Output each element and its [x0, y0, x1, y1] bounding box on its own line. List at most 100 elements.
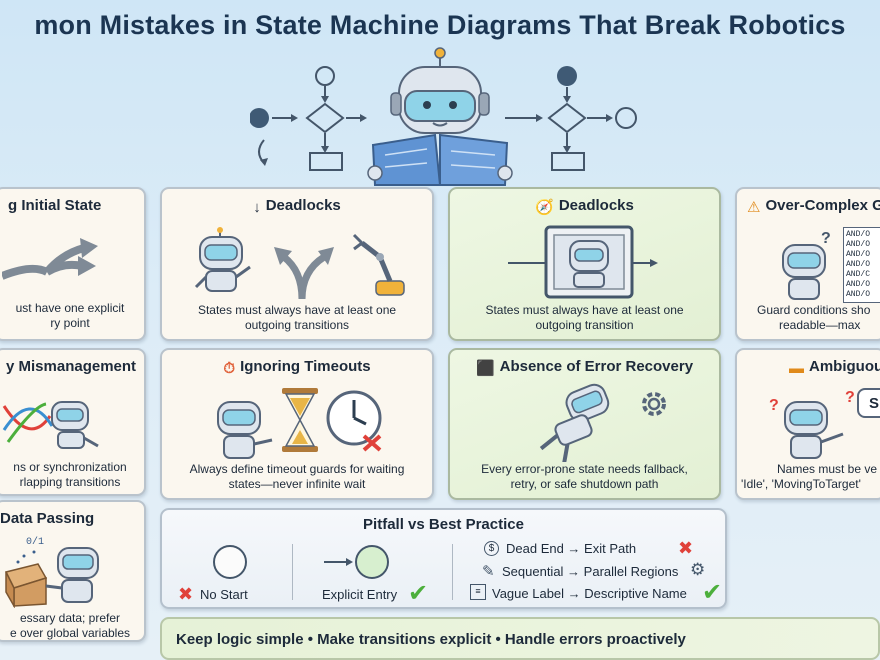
guard-list: AND/O AND/O AND/O AND/O AND/C AND/O AND/…	[843, 227, 880, 303]
compass-icon: 🧭	[535, 199, 554, 216]
check-icon: ✔	[702, 579, 723, 606]
gear-icon: ⚙	[690, 560, 706, 579]
card-line: outgoing transition	[535, 318, 634, 332]
card-title-text: Ambiguou	[809, 358, 880, 375]
box-robot-icon: 0/1	[4, 536, 99, 608]
guard-line: AND/O	[846, 280, 871, 289]
clock-icon: ⏱	[223, 360, 236, 377]
card-line: outgoing transitions	[244, 318, 350, 332]
card-line: ust have one explicit	[15, 301, 125, 315]
card-line: rlapping transitions	[19, 475, 121, 489]
card-title: 🧭Deadlocks	[450, 197, 719, 216]
card-line: States must always have at least one	[485, 303, 684, 317]
fallen-robot-icon	[539, 383, 610, 462]
state-flow-left	[250, 66, 367, 171]
card-line: essary data; prefer	[19, 611, 121, 625]
alert-badge-icon: ⬛	[475, 360, 495, 377]
card-line: Every error-prone state needs fallback,	[481, 462, 688, 476]
robot-arm-icon	[352, 233, 405, 296]
page-title: mon Mistakes in State Machine Diagrams T…	[34, 10, 846, 40]
pitfall-panel: Pitfall vs Best Practice ✖ No Start Expl…	[160, 508, 727, 609]
card-title: ⏱Ignoring Timeouts	[162, 358, 432, 377]
speech-text: S	[869, 395, 880, 412]
guard-line: AND/O	[846, 260, 871, 269]
label-icon: ▬	[789, 360, 804, 377]
card-ignoring-timeouts: ⏱Ignoring Timeouts Always define timeout…	[160, 348, 434, 500]
hourglass-icon	[282, 388, 318, 452]
card-title: g Initial State	[8, 197, 102, 214]
guard-line: AND/O	[846, 240, 871, 249]
footer-text: Keep logic simple • Make transitions exp…	[176, 631, 686, 648]
check-icon: ✔	[408, 580, 429, 607]
confused-robot-icon: ? ?	[769, 389, 855, 459]
guard-line: AND/C	[846, 270, 871, 279]
pitfall-row-text: Vague Label → Descriptive Name	[492, 586, 687, 601]
guard-line: AND/O	[846, 230, 871, 239]
gear-icon	[642, 392, 666, 416]
clock-cross-icon	[326, 390, 382, 452]
card-title-text: Over-Complex G	[765, 197, 880, 214]
warning-icon: ⚠	[747, 199, 761, 216]
confused-robot-icon: ?	[782, 230, 831, 300]
card-line: e over global variables	[9, 626, 131, 640]
guard-line: AND/O	[846, 290, 871, 299]
dollar-coin-icon: $	[484, 541, 499, 556]
robot-blueprint-icon	[367, 47, 513, 186]
card-line: Names must be ve	[777, 462, 878, 476]
card-deadlocks-2: 🧭Deadlocks States must always have at le…	[448, 187, 721, 341]
pencil-icon: ✎	[482, 563, 495, 580]
card-line: States must always have at least one	[197, 303, 397, 317]
robot-icon	[194, 227, 251, 292]
card-title: Data Passing	[0, 510, 95, 527]
document-icon: ≡	[470, 584, 486, 600]
guard-line: AND/O	[846, 250, 871, 259]
card-title: ▬ Ambiguou	[789, 358, 880, 377]
card-title-text: Deadlocks	[265, 197, 341, 214]
divider	[452, 544, 453, 600]
card-data-passing: Data Passing 0/1 essary data; prefer e o…	[0, 500, 146, 642]
card-line: readable—max	[779, 318, 861, 332]
card-line: ry point	[50, 316, 90, 330]
box-label: 0/1	[26, 536, 44, 548]
card-line: ns or synchronization	[13, 460, 127, 474]
empty-state-circle-icon	[213, 545, 247, 579]
pitfall-row-text: Dead End → Exit Path	[506, 541, 637, 556]
card-title-text: Absence of Error Recovery	[499, 358, 694, 375]
card-concurrency-mismanagement: y Mismanagement ns or synchronization rl…	[0, 348, 146, 496]
card-line: Guard conditions sho	[757, 303, 871, 317]
explicit-entry-label: Explicit Entry	[322, 587, 398, 602]
card-title: ↓Deadlocks	[162, 197, 432, 216]
card-title: ⚠Over-Complex G	[747, 197, 880, 216]
card-title-text: Deadlocks	[558, 197, 634, 214]
trapped-robot-icon	[508, 225, 658, 299]
entry-arrow-state-icon	[324, 545, 389, 579]
robot-icon	[217, 401, 273, 459]
card-title-text: Ignoring Timeouts	[240, 358, 371, 375]
footer-banner: Keep logic simple • Make transitions exp…	[160, 617, 880, 660]
card-line: retry, or safe shutdown path	[510, 477, 659, 491]
no-start-label: No Start	[200, 587, 248, 602]
card-line: 'Idle', 'MovingToTarget'	[741, 477, 861, 491]
card-deadlocks-1: ↓Deadlocks States must always have at le…	[160, 187, 434, 341]
svg-text:?: ?	[821, 230, 831, 247]
cross-icon: ✖	[178, 584, 194, 604]
card-title: y Mismanagement	[6, 358, 137, 375]
card-ambiguous-names: ▬ Ambiguou ? ? S Names must be ve 'Idle',…	[735, 348, 880, 500]
svg-text:?: ?	[845, 389, 855, 406]
split-arrows-icon	[274, 247, 334, 300]
cross-icon: ✖	[678, 538, 694, 558]
down-arrow-icon: ↓	[253, 199, 261, 216]
state-flow-right	[505, 66, 637, 171]
divider	[292, 544, 293, 600]
card-missing-initial-state: g Initial State ust have one explicit ry…	[0, 187, 146, 341]
card-title: ⬛Absence of Error Recovery	[450, 358, 719, 377]
card-error-recovery: ⬛Absence of Error Recovery Every error-p…	[448, 348, 721, 500]
card-line: states—never infinite wait	[228, 477, 366, 491]
pitfall-row-text: Sequential → Parallel Regions	[502, 564, 679, 579]
tangled-arrows-icon	[2, 401, 99, 449]
svg-text:?: ?	[769, 397, 779, 414]
card-line: Always define timeout guards for waiting	[189, 462, 405, 476]
split-arrows-icon	[2, 238, 98, 280]
card-over-complex-guards: ⚠Over-Complex G ? AND/O AND/O AND/O AND/…	[735, 187, 880, 341]
speech-bubble: S	[857, 388, 880, 418]
